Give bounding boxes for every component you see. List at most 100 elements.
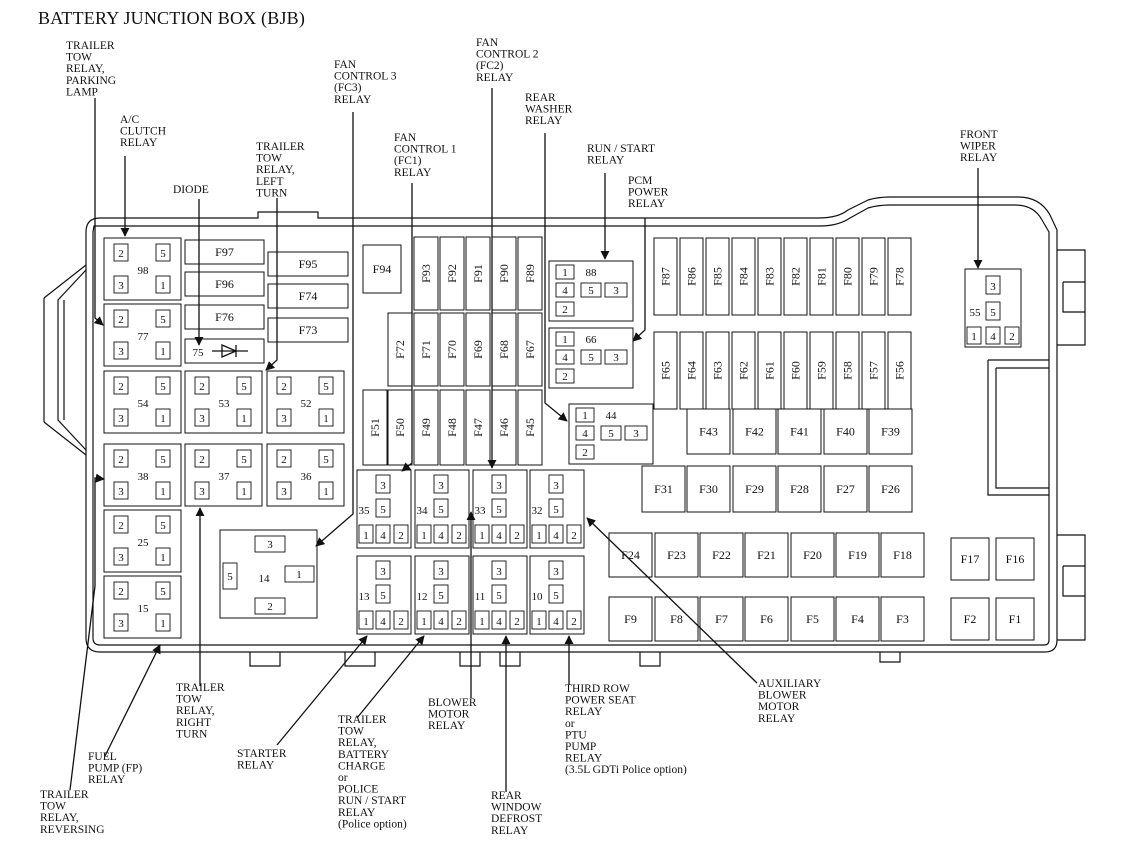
relay-pin-label: 5	[588, 285, 594, 297]
callout-text: RELAY	[476, 72, 514, 84]
callout-text: LEFT	[256, 176, 283, 188]
callout-text: TRAILER	[176, 682, 225, 694]
callout-text: TOW	[338, 726, 364, 738]
fuse-f5: F5	[790, 596, 835, 642]
callout-text: RELAY	[960, 152, 998, 164]
relay-pin	[236, 408, 252, 427]
relay-pin-label: 5	[496, 590, 502, 602]
fuse-label: F21	[757, 548, 776, 562]
fuse-label: F72	[393, 340, 407, 359]
fuse-outline	[184, 239, 265, 265]
fuse-outline	[654, 532, 699, 578]
fuse-label: F20	[803, 548, 822, 562]
fuse-label: F19	[848, 548, 867, 562]
callout-text: PCM	[628, 175, 652, 187]
relay-pin	[451, 524, 467, 544]
relay-pin	[155, 341, 171, 360]
relay-pin	[155, 243, 171, 262]
fuse-f26: F26	[868, 465, 913, 513]
fuse-f9: F9	[608, 596, 653, 642]
relay-pin	[113, 408, 129, 427]
relay-pin	[451, 610, 467, 630]
relay-pin-label: 5	[160, 248, 166, 260]
callout-text: (Police option)	[338, 818, 407, 830]
fuse-f40: F40	[823, 408, 868, 455]
fuse-f96: F96	[184, 271, 265, 297]
relay-pin-label: 3	[380, 566, 386, 578]
callout-text: CLUTCH	[120, 126, 166, 138]
callout-text: RELAY,	[338, 737, 377, 749]
callout-text: MOTOR	[428, 709, 470, 721]
relay-pin	[548, 498, 564, 518]
relay-pin-label: 3	[380, 480, 386, 492]
fuse-outline	[861, 237, 886, 316]
relay-pin-label: 2	[199, 454, 205, 466]
relay-pin-label: 5	[241, 381, 247, 393]
callout-text: PARKING	[66, 75, 116, 87]
relay-pin-label: 5	[160, 314, 166, 326]
callout-text: PTU	[565, 729, 587, 741]
relay-number: 12	[417, 591, 428, 603]
fuse-outline	[362, 389, 388, 466]
relay-pin-label: 3	[613, 352, 619, 364]
fuse-outline	[491, 389, 517, 466]
relay-pin	[113, 481, 129, 500]
relay-pin	[474, 610, 490, 630]
relay-pin-label: 5	[438, 590, 444, 602]
fuse-f7: F7	[699, 596, 744, 642]
leader-arrow	[586, 517, 758, 684]
relay-pin	[236, 449, 252, 468]
relay-pin-label: 2	[571, 616, 577, 628]
fuse-label: F85	[711, 267, 725, 286]
fuse-outline	[413, 389, 439, 466]
callout-text: CONTROL 3	[334, 71, 397, 83]
fuse-f67: F67	[517, 312, 543, 387]
relay-pin	[580, 282, 602, 298]
relay-pin-label: 1	[241, 486, 247, 498]
fuse-f6: F6	[744, 596, 789, 642]
fuse-label: F2	[964, 612, 977, 626]
fuse-outline	[835, 532, 880, 578]
relay-pin-label: 4	[553, 530, 559, 542]
relay-pin-label: 5	[160, 381, 166, 393]
relay-pin	[580, 349, 602, 365]
relay-pin	[276, 408, 292, 427]
relay-pin-label: 1	[160, 280, 166, 292]
callout-text: RUN / START	[587, 143, 655, 155]
relay-pin-label: 3	[553, 480, 559, 492]
callout-text: BATTERY	[338, 749, 390, 761]
fuse-label: F70	[445, 340, 459, 359]
relay-pin-label: 3	[553, 566, 559, 578]
fuse-label: F28	[790, 482, 809, 496]
fuse-outline	[653, 331, 678, 410]
fuse-f78: F78	[887, 237, 912, 316]
relay-pin	[575, 407, 595, 423]
fuse-f89: F89	[517, 236, 543, 311]
relay-pin	[113, 547, 129, 566]
callout-text: BLOWER	[758, 690, 807, 702]
fuse-label: F91	[471, 264, 485, 283]
relay-pin	[548, 560, 564, 580]
callout-text: THIRD ROW	[565, 683, 630, 695]
leader-arrow	[69, 473, 105, 791]
relay-pin	[194, 449, 210, 468]
relay-pin	[113, 309, 129, 328]
fuse-label: F48	[445, 418, 459, 437]
fuse-outline	[491, 312, 517, 387]
callout-text: TOW	[40, 801, 66, 813]
relay-pin-label: 3	[118, 618, 124, 630]
relay-pin-label: 2	[118, 381, 124, 393]
fuse-f58: F58	[835, 331, 860, 410]
callout-trailer-tow-battery: TRAILERTOWRELAY,BATTERYCHARGEorPOLICERUN…	[338, 714, 407, 830]
relay-number: 52	[301, 398, 312, 410]
relay-pin-label: 5	[990, 307, 996, 319]
fuse-label: F7	[715, 612, 728, 626]
fuse-f1: F1	[995, 597, 1035, 641]
relay-pin-label: 1	[296, 569, 302, 581]
fuse-label: F3	[896, 612, 909, 626]
